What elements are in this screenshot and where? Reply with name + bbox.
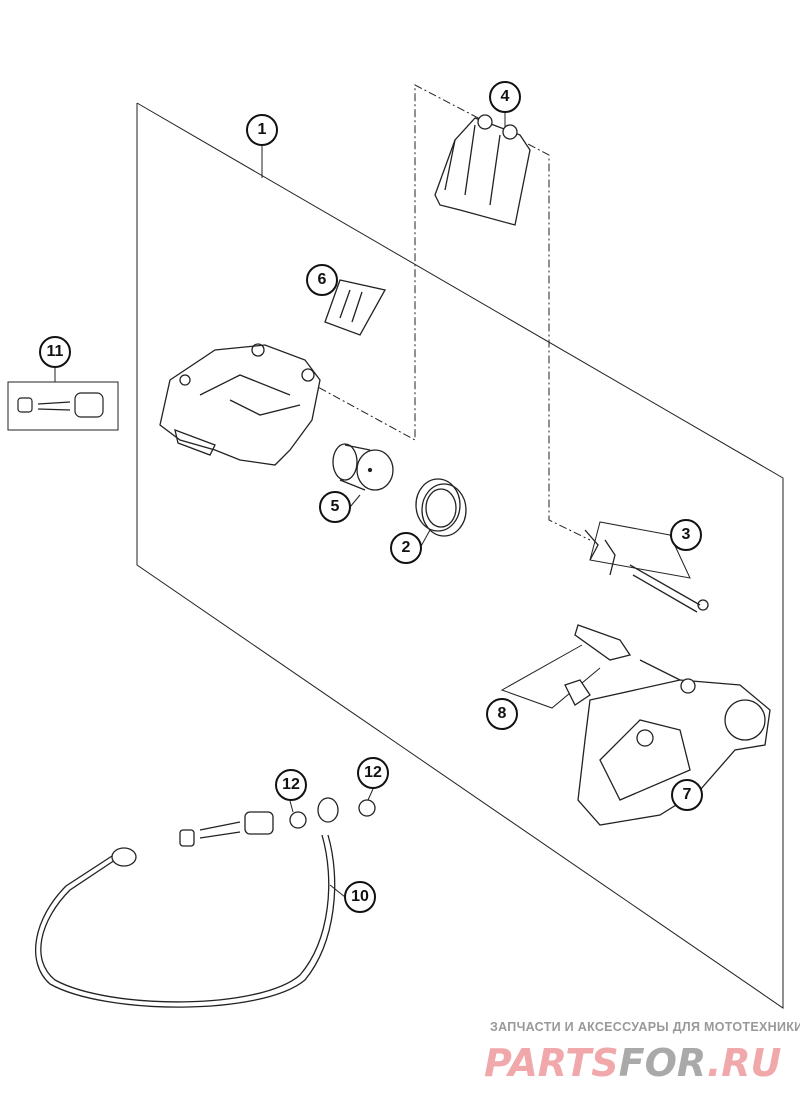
- watermark-for: FOR: [618, 1041, 707, 1085]
- callout-11: 11: [39, 336, 71, 368]
- watermark-ru: .RU: [706, 1041, 782, 1085]
- assembly-outline: [136, 102, 784, 1009]
- callout-2: 2: [390, 532, 422, 564]
- brake-pads-part-4: [434, 114, 531, 226]
- pad-spring-part-6: [324, 279, 386, 336]
- callout-12-right: 12: [357, 757, 389, 789]
- callout-6: 6: [306, 264, 338, 296]
- watermark-logo: PARTSFOR.RU: [484, 1042, 781, 1084]
- bracket-part-7: [577, 678, 771, 826]
- callout-8: 8: [486, 698, 518, 730]
- part-11-box: [7, 381, 119, 431]
- callout-3: 3: [670, 519, 702, 551]
- pin-part-3: [584, 529, 709, 613]
- callout-10: 10: [344, 881, 376, 913]
- callout-12-left: 12: [275, 769, 307, 801]
- bleed-valve-part-11: [17, 392, 104, 418]
- brake-hose-part-10: [35, 797, 376, 1008]
- seals-part-2: [415, 478, 467, 537]
- watermark-parts: PARTS: [484, 1041, 619, 1085]
- caliper-part-1: [159, 343, 321, 466]
- watermark-tagline: ЗАПЧАСТИ И АКСЕССУАРЫ ДЛЯ МОТОТЕХНИКИ: [490, 1020, 800, 1034]
- callout-4: 4: [489, 81, 521, 113]
- callout-5: 5: [319, 491, 351, 523]
- sliding-pins-part-8: [564, 624, 681, 706]
- callout-1: 1: [246, 114, 278, 146]
- callout-7: 7: [671, 779, 703, 811]
- piston-part-5: [332, 443, 394, 491]
